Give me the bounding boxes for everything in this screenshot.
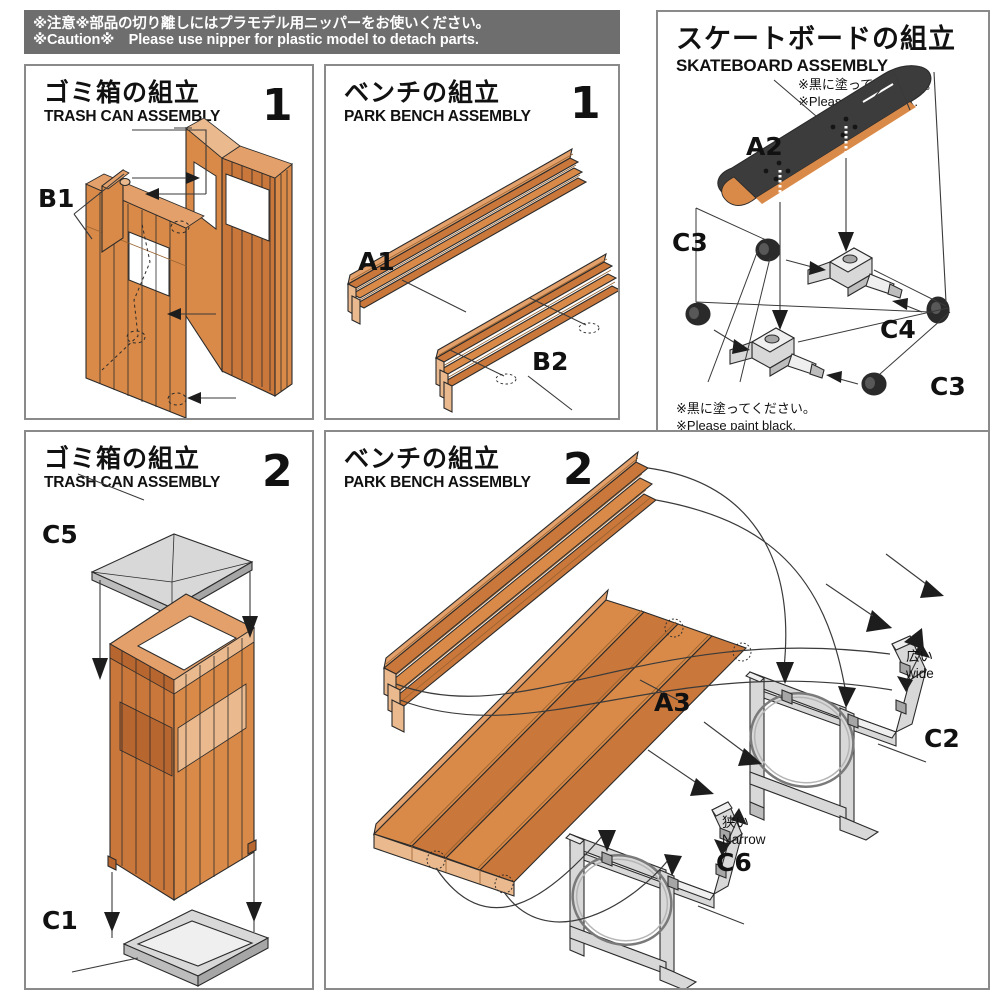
panel-trash-can-assembly-1: ゴミ箱の組立 TRASH CAN ASSEMBLY 1 <box>24 64 314 420</box>
part-label-b2: B2 <box>532 347 569 376</box>
trash-can-body <box>107 593 257 901</box>
skateboard-deck-a2 <box>717 65 932 206</box>
panel-park-bench-assembly-2: ベンチの組立 PARK BENCH ASSEMBLY 2 <box>324 430 990 990</box>
diagram-trash-can-1 <box>73 117 293 418</box>
caution-text-japanese: ※注意※部品の切り離しにはプラモデル用ニッパーをお使いください。 <box>33 15 490 32</box>
part-label-a3: A3 <box>654 688 691 717</box>
assembly-arrows <box>132 127 236 404</box>
caution-text-english: ※Caution※ Please use nipper for plastic … <box>33 32 479 48</box>
part-label-c5: C5 <box>42 520 78 549</box>
wheel-4 <box>861 372 887 396</box>
wheel-1 <box>755 238 781 262</box>
heading-english: TRASH CAN ASSEMBLY <box>44 108 221 125</box>
part-label-a2: A2 <box>746 132 783 161</box>
arrows-c6 <box>598 721 762 876</box>
bench-plank-b2 <box>434 252 618 413</box>
leader-lines-b1 <box>73 173 125 240</box>
step-number: 1 <box>570 78 601 129</box>
note-english: ※Please paint black. <box>676 418 797 434</box>
leader-b2 <box>527 375 573 411</box>
dimension-label-wide: 広い wide <box>906 649 934 683</box>
heading-skateboard: スケートボードの組立 SKATEBOARD ASSEMBLY <box>676 26 956 76</box>
bench-leg-frame-c6 <box>565 801 743 988</box>
caution-banner: ※注意※部品の切り離しにはプラモデル用ニッパーをお使いください。 ※Cautio… <box>24 10 620 54</box>
leader-a2 <box>773 79 817 117</box>
heading-park-bench-2: ベンチの組立 PARK BENCH ASSEMBLY <box>344 446 531 492</box>
diagram-trash-can-2 <box>71 473 270 987</box>
heading-japanese: ゴミ箱の組立 <box>44 78 201 107</box>
panel-skateboard-assembly: スケートボードの組立 SKATEBOARD ASSEMBLY ※黒に塗ってくださ… <box>656 10 990 460</box>
note-japanese: ※黒に塗ってください。 <box>676 402 816 417</box>
note-paint-black-bottom: ※黒に塗ってください。 ※Please paint black. <box>676 402 816 435</box>
dimension-label-narrow: 狭い Narrow <box>722 815 766 849</box>
diagram-park-bench-2 <box>372 450 944 988</box>
bench-seat-planks-a3 <box>372 588 752 897</box>
dimension-narrow-japanese: 狭い <box>722 815 749 831</box>
panel-trash-can-assembly-2: ゴミ箱の組立 TRASH CAN ASSEMBLY 2 <box>24 430 314 990</box>
leader-c1 <box>71 957 139 973</box>
heading-english: PARK BENCH ASSEMBLY <box>344 108 531 125</box>
heading-trash-can-1: ゴミ箱の組立 TRASH CAN ASSEMBLY <box>44 80 220 126</box>
connector-pins <box>449 297 600 385</box>
part-label-c3-right: C3 <box>930 372 966 401</box>
leader-note-top <box>873 70 911 111</box>
heading-english: PARK BENCH ASSEMBLY <box>344 474 531 491</box>
leaders-c4 <box>797 269 949 343</box>
leader-c5 <box>77 473 145 501</box>
heading-japanese: ベンチの組立 <box>344 78 501 107</box>
leader-c2 <box>877 743 927 763</box>
heading-japanese: ベンチの組立 <box>344 444 501 473</box>
leaders-c3 <box>695 207 951 383</box>
part-label-c4: C4 <box>880 315 916 344</box>
arrow-c2-diagonals <box>825 553 944 630</box>
trash-can-base-c1 <box>122 909 270 987</box>
dimension-wide-japanese: 広い <box>906 649 933 665</box>
wheel-2 <box>685 302 711 326</box>
bench-leg-frame-c2 <box>745 635 927 841</box>
leader-wheel-span <box>695 301 931 313</box>
connector-wires-c2 <box>395 467 893 716</box>
dimension-wide-english: wide <box>906 665 934 681</box>
skateboard-arrows <box>713 158 923 385</box>
connector-wires-c6 <box>435 833 671 923</box>
heading-japanese: ゴミ箱の組立 <box>44 444 201 473</box>
part-label-c1: C1 <box>42 906 78 935</box>
part-label-c2: C2 <box>924 724 960 753</box>
dimension-arrow-wide <box>897 642 930 692</box>
assembly-arrows-tc2 <box>92 572 262 938</box>
panel-park-bench-assembly-1: ベンチの組立 PARK BENCH ASSEMBLY 1 <box>324 64 620 420</box>
part-label-a1: A1 <box>358 247 395 276</box>
dimension-narrow-english: Narrow <box>722 831 766 847</box>
skateboard-truck-lower <box>729 327 825 379</box>
step-number: 2 <box>563 444 594 495</box>
skateboard-truck-upper <box>807 247 903 299</box>
skateboard-wheels <box>685 238 950 396</box>
heading-park-bench-1: ベンチの組立 PARK BENCH ASSEMBLY <box>344 80 531 126</box>
part-label-b1: B1 <box>38 184 75 213</box>
leader-a3 <box>639 679 679 701</box>
diagram-park-bench-1 <box>346 147 618 413</box>
trash-can-right-side-panel <box>185 117 270 373</box>
heading-english: SKATEBOARD ASSEMBLY <box>676 56 888 75</box>
leader-note-top-2 <box>933 71 947 303</box>
dimension-arrow-narrow <box>714 808 747 856</box>
heading-japanese: スケートボードの組立 <box>676 24 956 55</box>
step-number: 2 <box>262 446 293 497</box>
part-label-c3-left: C3 <box>672 228 708 257</box>
leader-c6 <box>697 905 745 925</box>
bench-plank-a1 <box>346 147 588 325</box>
part-label-c6: C6 <box>716 848 752 877</box>
step-number: 1 <box>262 80 293 131</box>
diagram-skateboard <box>685 65 951 396</box>
bench-backrest-planks <box>382 450 658 733</box>
leader-a1 <box>401 279 467 313</box>
